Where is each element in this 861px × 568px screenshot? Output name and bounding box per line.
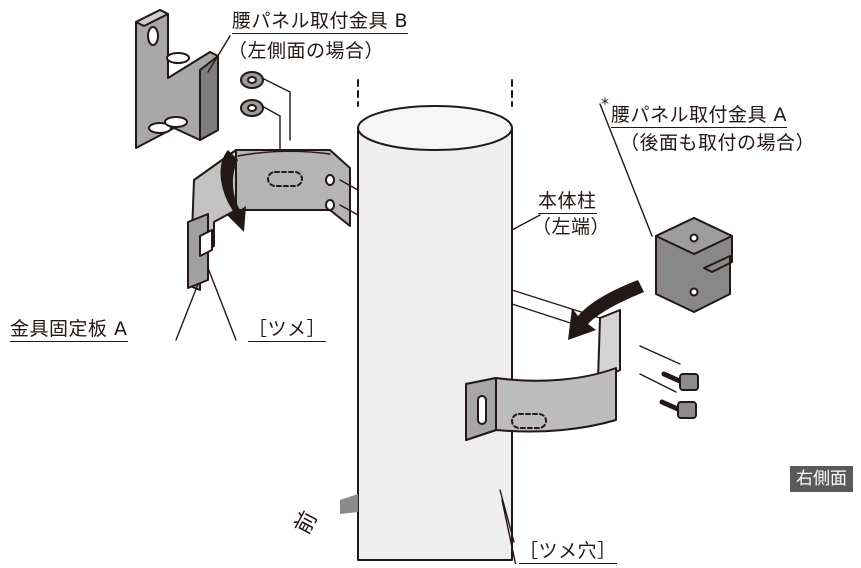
nuts	[240, 71, 291, 151]
guide-lines	[511, 289, 681, 393]
leader-lines	[175, 35, 653, 567]
front-arrow	[340, 494, 358, 514]
label-bracket-b-note: （左側面の場合）	[228, 40, 385, 62]
label-main-column-note: （左端）	[532, 216, 611, 238]
right-side-badge: 右側面	[790, 466, 853, 492]
label-main-column: 本体柱	[538, 190, 597, 214]
bracket-a-part	[655, 217, 733, 313]
label-bracket-b: 腰パネル取付金具 B	[232, 10, 409, 34]
bracket-b-part	[135, 9, 219, 149]
main-column	[357, 79, 513, 561]
lower-clamp-band	[465, 309, 621, 441]
arrow-left	[220, 150, 246, 232]
label-bracket-a-note: （後面も取付の場合）	[620, 132, 816, 154]
upper-clamp-band	[235, 149, 359, 227]
label-bracket-a-mark: *	[601, 94, 609, 113]
label-bracket-a: 腰パネル取付金具 A	[611, 104, 788, 128]
arrow-right	[568, 280, 644, 340]
screws	[659, 371, 699, 419]
label-fixing-plate-a: 金具固定板 A	[10, 318, 128, 342]
label-tab: ［ツメ］	[248, 318, 327, 342]
label-tab-hole: ［ツメ穴］	[519, 540, 617, 564]
